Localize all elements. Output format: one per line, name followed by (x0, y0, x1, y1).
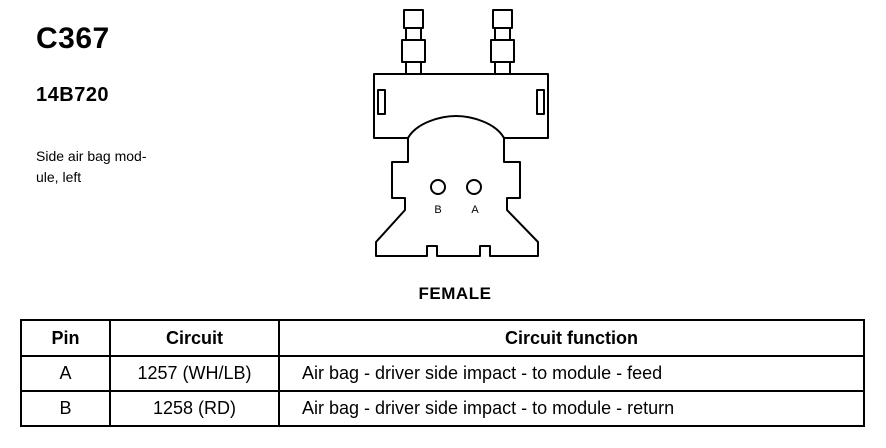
cell-circuit: 1257 (WH/LB) (109, 355, 280, 392)
connector-gender: FEMALE (418, 284, 492, 303)
cell-circuit-function: Air bag - driver side impact - to module… (278, 355, 865, 392)
header-circuit: Circuit (109, 319, 280, 357)
terminal-left (401, 9, 426, 75)
cell-circuit: 1258 (RD) (109, 390, 280, 427)
terminal-right (490, 9, 515, 75)
pinout-table: Pin Circuit Circuit function A 1257 (WH/… (20, 319, 865, 427)
part-number: 14B720 (36, 84, 110, 106)
description-line-2: ule, left (36, 169, 82, 185)
header-circuit-function: Circuit function (278, 319, 865, 357)
pin-cavity-a (466, 179, 482, 195)
connector-face (375, 138, 539, 257)
cell-circuit-function: Air bag - driver side impact - to module… (278, 390, 865, 427)
connector-face-diagram: B A (373, 9, 549, 257)
table-row: B 1258 (RD) Air bag - driver side impact… (20, 390, 865, 427)
cell-pin: B (20, 390, 111, 427)
header-pin: Pin (20, 319, 111, 357)
connector-description: Side air bag mod- ule, left (36, 146, 176, 188)
connector-id: C367 (36, 22, 110, 55)
pin-cavity-b (430, 179, 446, 195)
pin-label-b: B (434, 204, 441, 216)
connector-housing (373, 73, 549, 139)
table-header-row: Pin Circuit Circuit function (20, 319, 865, 357)
description-line-1: Side air bag mod- (36, 148, 147, 164)
cell-pin: A (20, 355, 111, 392)
pin-label-a: A (471, 204, 479, 216)
table-row: A 1257 (WH/LB) Air bag - driver side imp… (20, 355, 865, 392)
